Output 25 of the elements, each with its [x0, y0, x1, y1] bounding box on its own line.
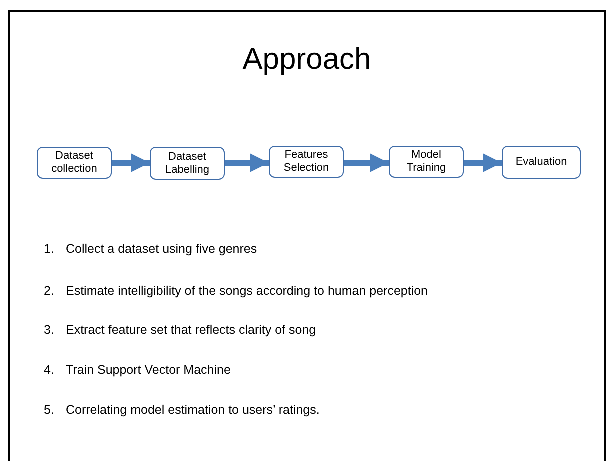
list-number: 5.: [44, 402, 54, 418]
box-label: Dataset collection: [50, 150, 98, 176]
box-label: Dataset Labelling: [164, 150, 211, 176]
list-number: 4.: [44, 362, 54, 378]
box-label: Model Training: [406, 149, 448, 175]
list-number: 2.: [44, 283, 54, 299]
list-item-text: Extract feature set that reflects clarity of song: [66, 322, 316, 338]
slide-title: Approach: [242, 42, 372, 78]
arrow: [344, 153, 389, 173]
process-box: [269, 146, 344, 178]
process-box: [502, 146, 581, 179]
process-box: [150, 147, 225, 180]
process-box: [37, 147, 112, 179]
list-item-text: Collect a dataset using five genres: [66, 241, 258, 257]
arrow: [225, 153, 269, 173]
list-number: 3.: [44, 322, 54, 338]
list-item-text: Correlating model estimation to users’ ratings.: [66, 402, 320, 418]
list-item-text: Train Support Vector Machine: [66, 362, 231, 378]
arrow: [464, 153, 502, 173]
box-label: Evaluation: [516, 156, 568, 169]
list-item-text: Estimate intelligibility of the songs according to human perception: [66, 283, 428, 299]
list-number: 1.: [44, 241, 54, 257]
box-label: Features Selection: [282, 149, 330, 175]
arrow: [112, 153, 150, 173]
process-box: [389, 146, 464, 178]
